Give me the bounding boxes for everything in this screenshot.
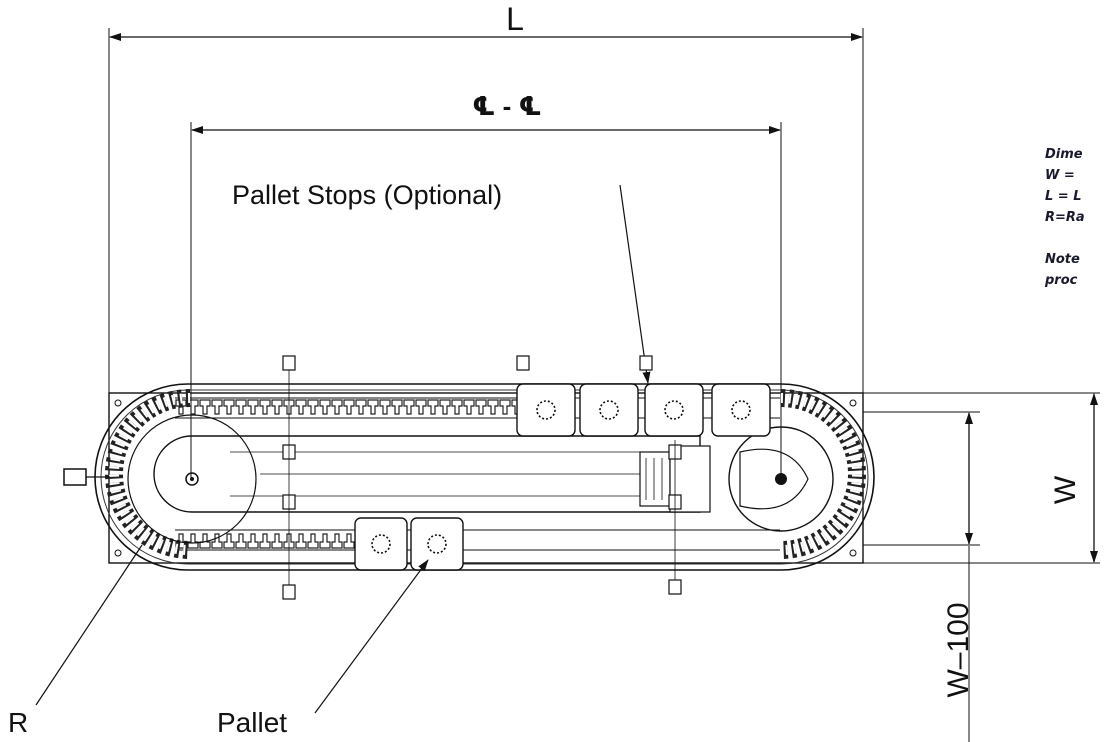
dimension-length: L [108, 1, 864, 395]
width-minus-label: W–100 [942, 602, 975, 697]
dimension-notes: Dime W = L = L R=Ra Note proc [1044, 147, 1085, 288]
pallet-stops-label: Pallet Stops (Optional) [232, 180, 502, 210]
dimension-width: W W–100 [863, 393, 1098, 742]
pallet-callout: Pallet [217, 559, 429, 738]
pallet-block [516, 383, 576, 437]
pallet-stops-callout: Pallet Stops (Optional) [232, 180, 651, 384]
note-line-1: Dime [1045, 147, 1083, 162]
note-line-6: proc [1044, 273, 1078, 288]
pallets-bottom-run [354, 517, 464, 571]
chain-top [175, 398, 520, 418]
pallet-block [410, 517, 464, 571]
radius-label: R [8, 707, 28, 738]
outer-track [94, 383, 875, 571]
pallets-top-run [516, 383, 771, 437]
note-line-4: R=Ra [1045, 210, 1085, 225]
chain-left-curve [105, 389, 191, 559]
dimension-center-to-center: ℄ - ℄ [190, 91, 782, 478]
pallet-block [354, 517, 408, 571]
chain-bottom [175, 530, 355, 550]
note-line-2: W = [1045, 168, 1075, 183]
pallet-block [579, 383, 639, 437]
note-line-5: Note [1045, 252, 1080, 267]
drive-sprocket [728, 426, 834, 532]
pallet-label: Pallet [217, 707, 287, 738]
length-label: L [506, 1, 524, 37]
pallet-block [711, 383, 771, 437]
chain-right-curve [780, 389, 866, 559]
note-line-3: L = L [1045, 189, 1082, 204]
width-label: W [1049, 475, 1082, 504]
inner-track [153, 435, 701, 513]
shaft-stub [63, 468, 87, 486]
radius-callout: R [8, 544, 143, 738]
support-brackets [282, 355, 682, 600]
conveyor-assembly [63, 355, 1100, 600]
idler-sprocket [127, 414, 257, 544]
pallet-block [644, 383, 704, 437]
center-to-center-label: ℄ - ℄ [472, 91, 542, 121]
